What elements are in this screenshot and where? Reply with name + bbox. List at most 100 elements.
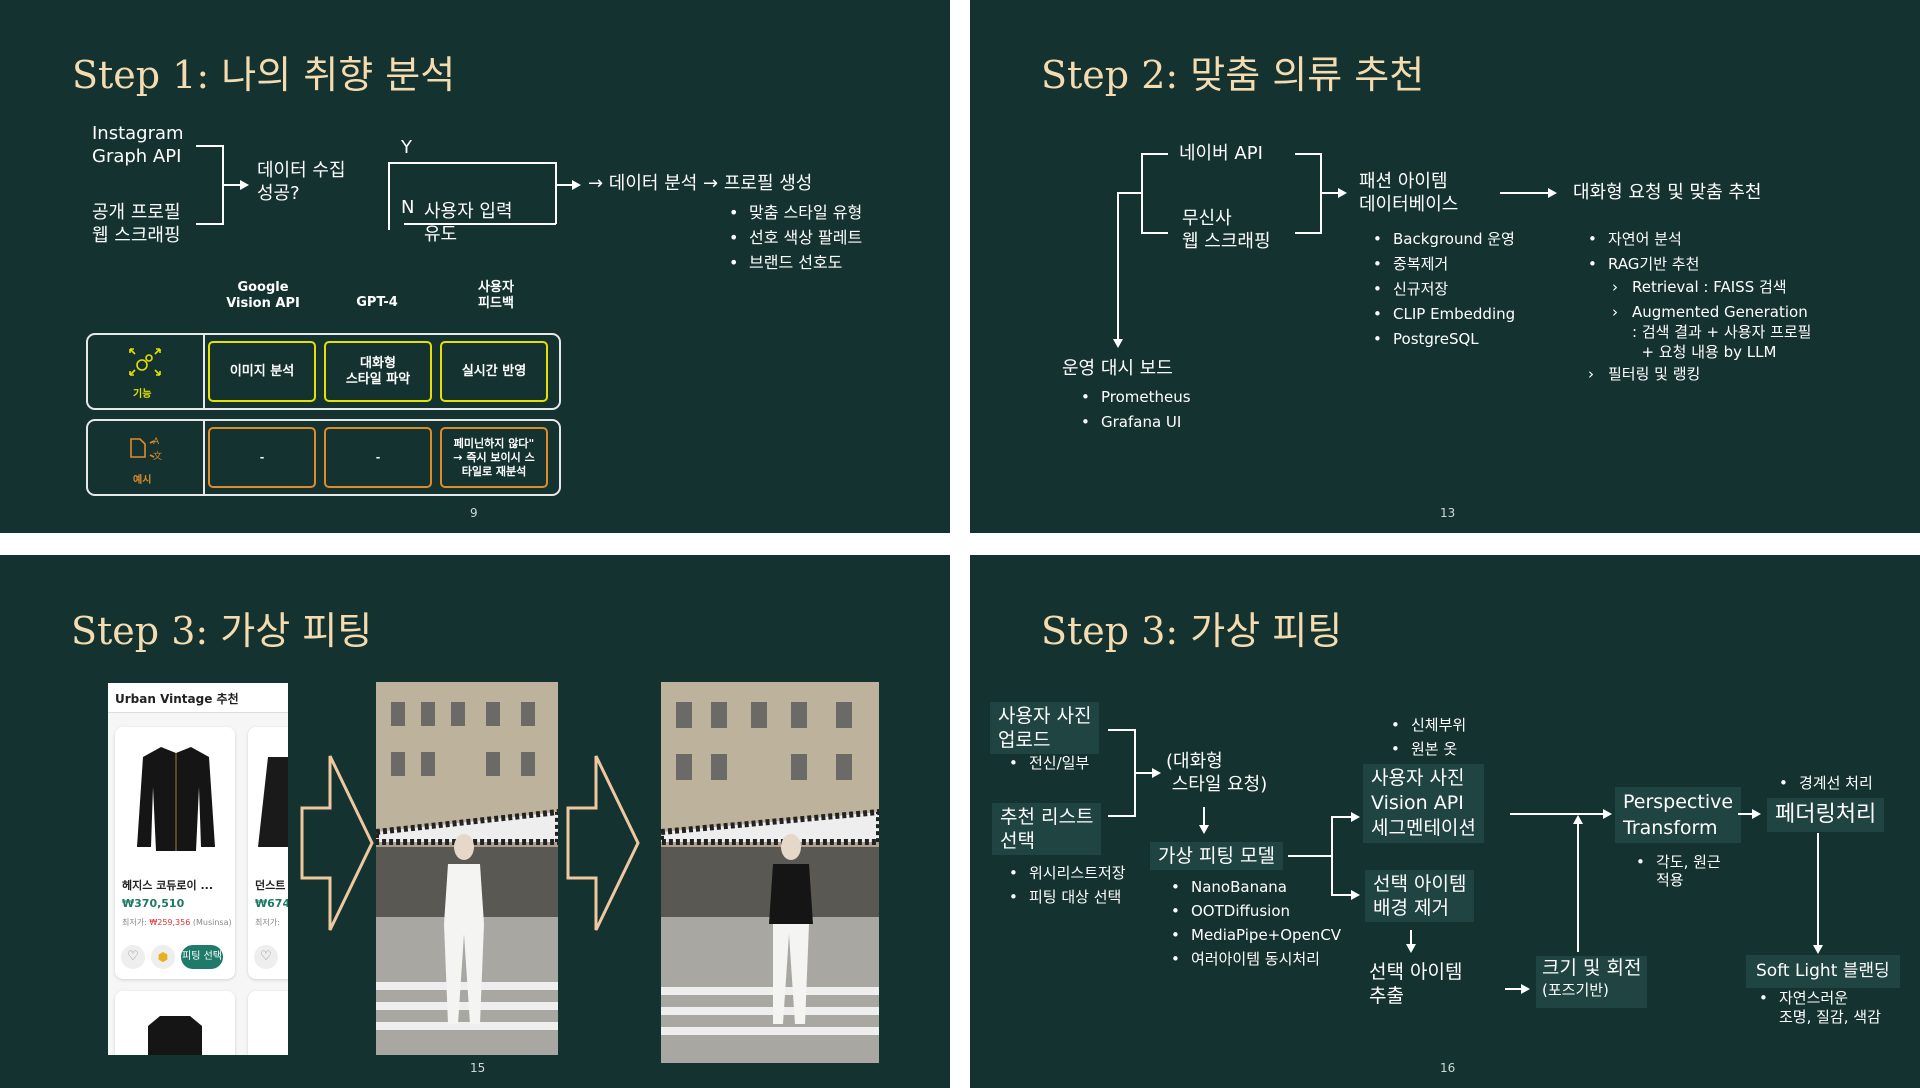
arrow-right-icon: [1521, 984, 1530, 994]
heart-icon[interactable]: ♡: [121, 945, 145, 969]
translate-icon: A文: [130, 437, 162, 462]
source-scraping: 공개 프로필 웹 스크래핑: [92, 202, 181, 246]
request-label: (대화형 스타일 요청): [1166, 751, 1268, 795]
connector: [1288, 855, 1332, 857]
segmentation-bullets: 신체부위원본 옷: [1387, 713, 1466, 761]
bullet: RAG기반 추천: [1584, 252, 1699, 277]
database-bullets: Background 운영 중복제거 신규저장 CLIP Embedding P…: [1369, 227, 1515, 352]
arrow-right-icon: [1548, 188, 1557, 198]
app-screenshot: Urban Vintage 추천 헤지스 코듀로이 ... ₩370,510 최…: [108, 683, 288, 1055]
connector: [1320, 192, 1340, 194]
product-card[interactable]: 헤지스 코듀로이 ... ₩370,510 최저가: ₩259,356 (Mus…: [115, 727, 235, 979]
arrow-right-icon: [1152, 768, 1161, 778]
product-card[interactable]: [248, 991, 288, 1055]
product-name: 던스트: [255, 879, 286, 892]
arrow-down-icon: [1113, 339, 1123, 348]
bullet: 자연어 분석: [1584, 227, 1699, 252]
connector: [1410, 930, 1412, 946]
arrow-down-icon: [1406, 944, 1416, 953]
slide-step1: Step 1: 나의 취향 분석 Instagram Graph API 공개 …: [0, 0, 950, 533]
bullet: 브랜드 선호도: [725, 250, 862, 275]
big-arrow-right-icon: [566, 755, 640, 931]
connector: [1331, 816, 1333, 896]
feature-cell: 실시간 반영: [440, 341, 548, 402]
jacket-image: [258, 757, 288, 847]
slide-step2: Step 2: 맞춤 의류 추천 네이버 API 무신사 웹 스크래핑 패션 아…: [970, 0, 1920, 533]
segmentation-step: 사용자 사진 Vision API 세그멘테이션: [1363, 764, 1484, 843]
arrow-down-icon: [1199, 825, 1209, 834]
page-number: 16: [1440, 1061, 1456, 1075]
bullet: PostgreSQL: [1369, 327, 1515, 352]
profile-bullets: 맞춤 스타일 유형 선호 색상 팔레트 브랜드 선호도: [725, 200, 862, 275]
slide-title: Step 2: 맞춤 의류 추천: [1041, 53, 1425, 97]
connector: [1295, 232, 1322, 234]
feathering-step: 페더링처리: [1767, 798, 1885, 832]
heart-icon[interactable]: ♡: [254, 945, 278, 969]
bullet: 신규저장: [1369, 277, 1515, 302]
user-photo: [376, 682, 558, 1055]
source-naver: 네이버 API: [1179, 143, 1263, 164]
lowest-price: 최저가: ₩259,356 (Musinsa): [122, 917, 232, 928]
resize-label: 크기 및 회전: [1542, 957, 1642, 979]
product-card[interactable]: [115, 991, 235, 1055]
model-bullets: NanoBanana OOTDiffusion MediaPipe+OpenCV…: [1167, 875, 1341, 971]
bullet: NanoBanana: [1167, 875, 1341, 899]
no-label: N: [401, 197, 415, 218]
connector: [388, 162, 390, 230]
connector: [1510, 813, 1605, 815]
bullet: 위시리스트저장: [1005, 861, 1126, 885]
resize-sub: (포즈기반): [1542, 981, 1609, 999]
bullet: 전신/일부: [1005, 753, 1089, 773]
extract-step: 선택 아이템 추출: [1369, 961, 1463, 1007]
bullet: 신체부위: [1387, 713, 1466, 737]
row-label: 기능: [133, 389, 152, 400]
slide-title: Step 3: 가상 피팅: [71, 609, 373, 653]
slide-title: Step 1: 나의 취향 분석: [72, 53, 456, 97]
slide-step3-photos: Step 3: 가상 피팅 Urban Vintage 추천 헤지스 코듀로이 …: [0, 555, 950, 1088]
bullet: OOTDiffusion: [1167, 899, 1341, 923]
lowest-label: 최저가:: [255, 918, 280, 927]
arrow-right-icon: [1351, 890, 1360, 900]
feathering-bullets: 경계선 처리: [1775, 773, 1873, 793]
bullet: Prometheus: [1077, 385, 1191, 410]
sub-bullet: Retrieval : FAISS 검색: [1608, 277, 1811, 297]
dashboard-bullets: Prometheus Grafana UI: [1077, 385, 1191, 435]
upload-step: 사용자 사진 업로드: [990, 702, 1100, 754]
column-header: 사용자 피드백: [478, 280, 514, 311]
fit-select-button[interactable]: 피팅 선택: [181, 945, 223, 969]
connector: [196, 145, 223, 147]
page-number: 15: [470, 1061, 486, 1075]
connector: [555, 184, 575, 186]
product-name: 헤지스 코듀로이 ...: [122, 879, 214, 892]
slide-step3-pipeline: Step 3: 가상 피팅 사용자 사진 업로드 전신/일부 추천 리스트 선택…: [970, 555, 1920, 1088]
arrow-up-icon: [1573, 815, 1583, 824]
bullet: 경계선 처리: [1775, 773, 1873, 793]
source-musinsa: 무신사 웹 스크래핑: [1182, 208, 1271, 252]
bullet: 중복제거: [1369, 252, 1515, 277]
lowest-value: ₩259,356: [149, 918, 191, 927]
perspective-step: Perspective Transform: [1615, 787, 1742, 843]
product-price: ₩674,: [255, 897, 288, 910]
expand-arrows-icon: [129, 348, 161, 376]
bullet: CLIP Embedding: [1369, 302, 1515, 327]
svg-text:文: 文: [153, 450, 162, 462]
recommend-bullets: 자연어 분석 RAG기반 추천: [1584, 227, 1699, 277]
column-header: GPT-4: [356, 295, 398, 310]
connector: [1505, 988, 1523, 990]
fitting-result-photo: [661, 682, 879, 1063]
recommend-last: 필터링 및 랭킹: [1584, 364, 1700, 384]
connector: [555, 162, 557, 224]
hexagon-icon[interactable]: ⬢: [151, 945, 175, 969]
bullet: 원본 옷: [1387, 737, 1466, 761]
big-arrow-right-icon: [300, 755, 374, 931]
lowest-label: 최저가:: [122, 918, 147, 927]
bullet: 맞춤 스타일 유형: [725, 200, 862, 225]
list-bullets: 위시리스트저장피팅 대상 선택: [1005, 861, 1126, 909]
product-card[interactable]: 던스트 ₩674, 최저가: ♡: [248, 727, 288, 979]
bullet: 여러아이템 동시처리: [1167, 947, 1341, 971]
connector: [1134, 772, 1154, 774]
product-price: ₩370,510: [122, 897, 185, 910]
store: (Musinsa): [192, 918, 232, 927]
bullet: 피팅 대상 선택: [1005, 885, 1126, 909]
feature-row: 기능 이미지 분석 대화형 스타일 파악 실시간 반영: [86, 333, 561, 410]
